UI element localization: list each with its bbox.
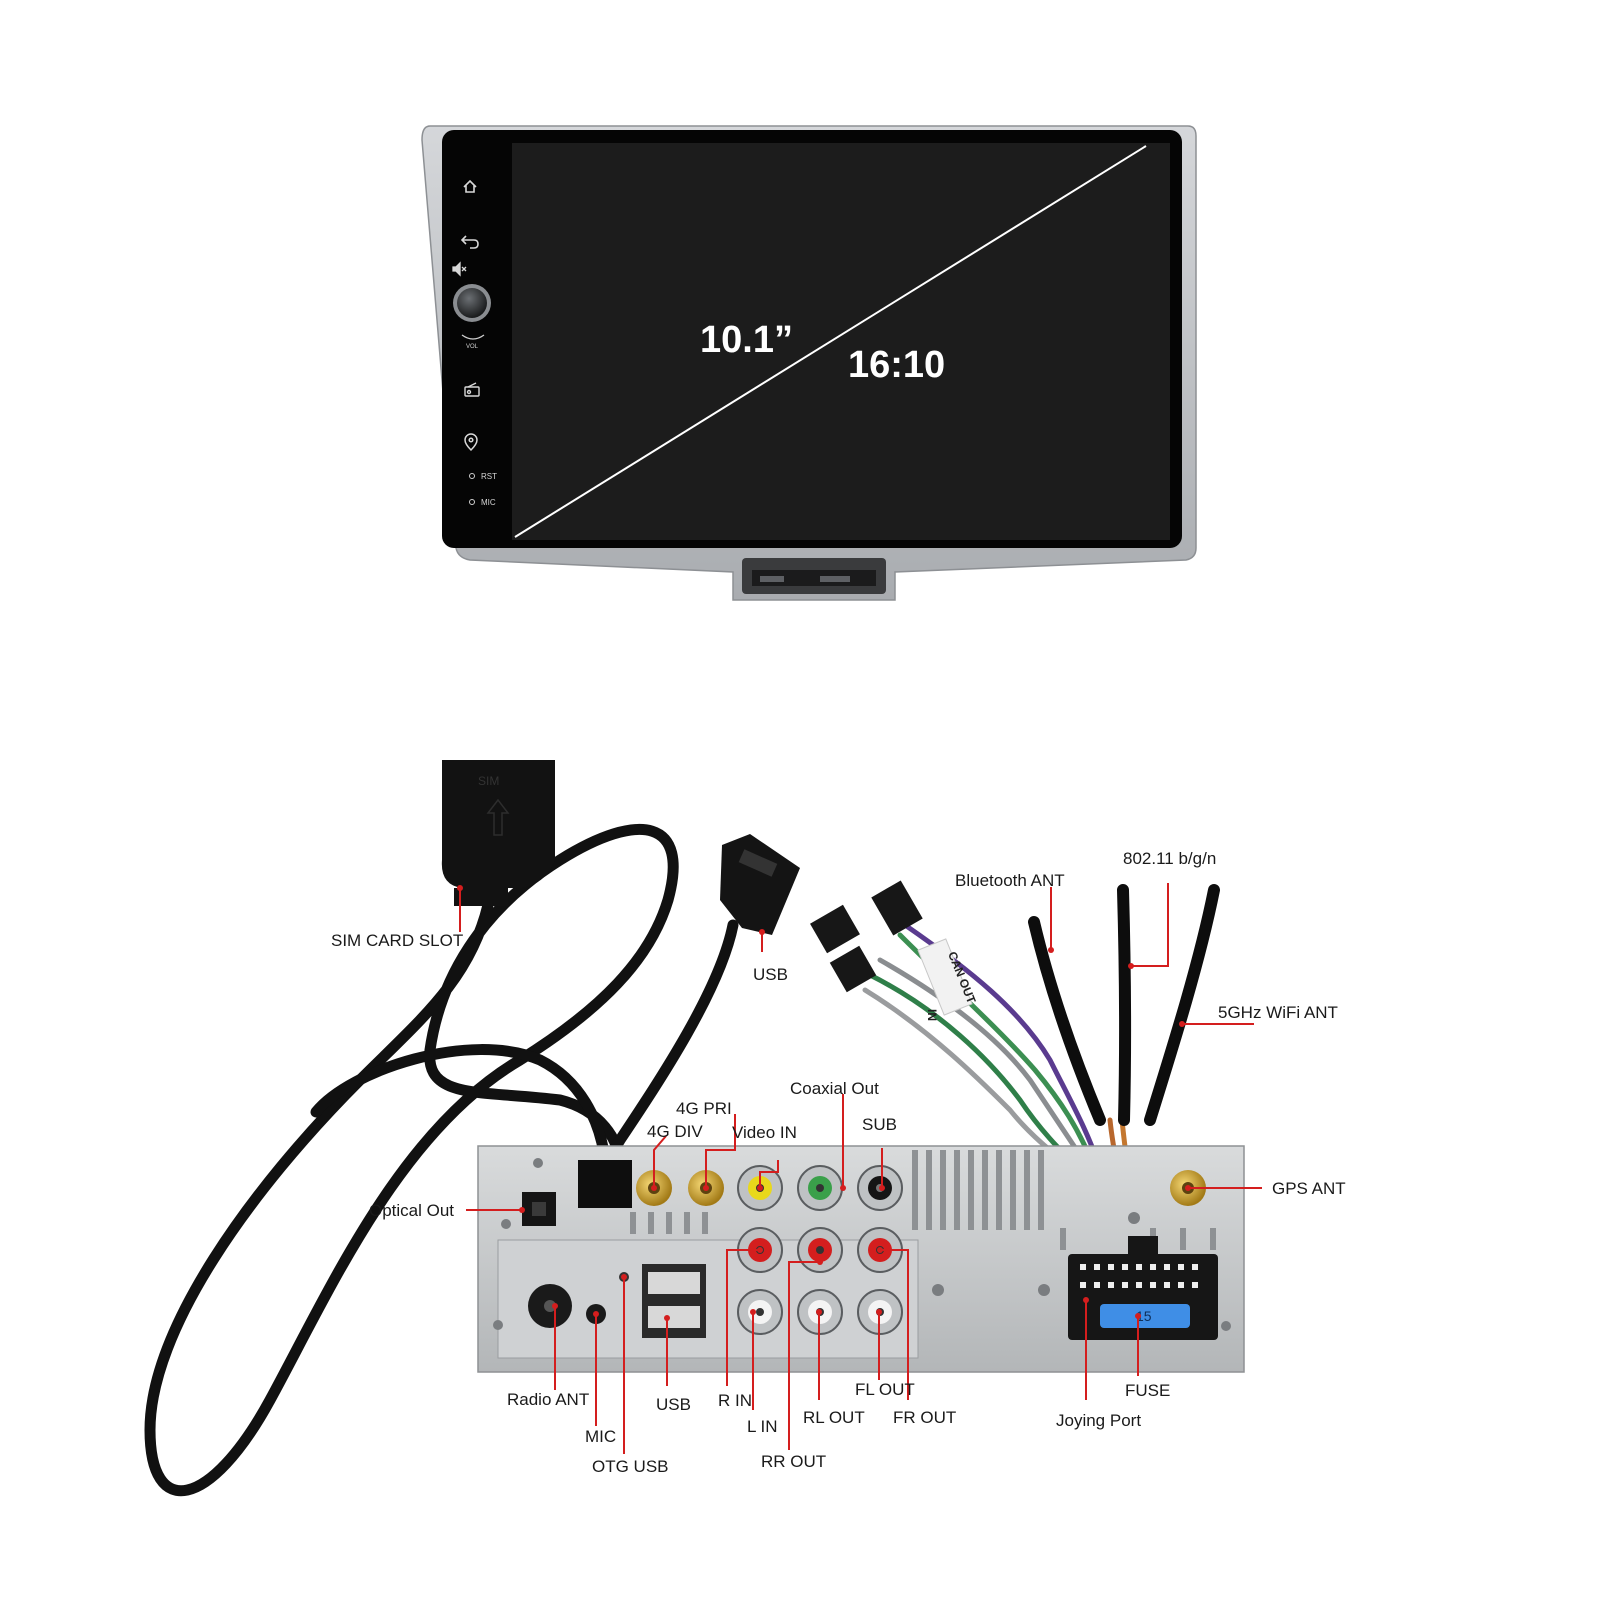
label-fr-out: FR OUT — [893, 1408, 956, 1427]
back-icon[interactable] — [460, 235, 479, 249]
label-wifi-80211: 802.11 b/g/n — [1123, 849, 1216, 868]
vol-label: VOL — [466, 344, 479, 350]
label-l-in: L IN — [747, 1417, 778, 1436]
sim-card-module: SIM — [441, 760, 555, 906]
label-joying-port: Joying Port — [1056, 1411, 1141, 1430]
callout-lines — [457, 883, 1262, 1454]
label-sub: SUB — [862, 1115, 897, 1134]
label-fuse: FUSE — [1125, 1381, 1170, 1400]
mic-hole — [469, 499, 475, 505]
label-wifi-5ghz: 5GHz WiFi ANT — [1218, 1003, 1338, 1022]
label-otg-usb: OTG USB — [592, 1457, 669, 1476]
wire-tag: IN — [925, 1009, 939, 1021]
fuse — [1100, 1304, 1190, 1328]
radio-icon[interactable] — [464, 382, 480, 397]
label-optical-out: Optical Out — [369, 1201, 454, 1220]
home-icon[interactable] — [463, 179, 477, 193]
screen — [512, 143, 1170, 540]
svg-text:SIM: SIM — [478, 774, 499, 788]
rst-label: RST — [481, 472, 497, 481]
label-bluetooth-ant: Bluetooth ANT — [955, 871, 1065, 890]
vol-arc — [461, 334, 485, 340]
usb-plug — [720, 834, 800, 935]
chassis: 15 — [477, 1145, 1245, 1373]
label-fl-out: FL OUT — [855, 1380, 915, 1399]
mic-side-label: MIC — [481, 498, 496, 507]
navigation-icon[interactable] — [464, 433, 478, 452]
label-r-in: R IN — [718, 1391, 752, 1410]
callout-labels: SIM CARD SLOT USB Bluetooth ANT 802.11 b… — [331, 849, 1346, 1476]
head-unit-display: 10.1” 16:10 VOL RST MIC — [421, 125, 1197, 601]
label-gps-ant: GPS ANT — [1272, 1179, 1346, 1198]
screen-size-label: 10.1” — [700, 319, 793, 361]
volume-knob-icon[interactable] — [453, 284, 491, 322]
label-4g-pri: 4G PRI — [676, 1099, 732, 1118]
label-rr-out: RR OUT — [761, 1452, 826, 1471]
label-4g-div: 4G DIV — [647, 1122, 703, 1141]
fuse-value: 15 — [1136, 1308, 1152, 1324]
label-sim-card-slot: SIM CARD SLOT — [331, 931, 463, 950]
aspect-ratio-label: 16:10 — [848, 344, 945, 386]
label-radio-ant: Radio ANT — [507, 1390, 589, 1409]
label-rl-out: RL OUT — [803, 1408, 865, 1427]
label-usb-bottom: USB — [656, 1395, 691, 1414]
harness-connectors: CAN OUT IN — [810, 880, 979, 1021]
label-video-in: Video IN — [732, 1123, 797, 1142]
label-usb-top: USB — [753, 965, 788, 984]
label-mic: MIC — [585, 1427, 616, 1446]
reset-hole[interactable] — [469, 473, 475, 479]
mute-icon[interactable] — [452, 261, 467, 277]
label-coaxial-out: Coaxial Out — [790, 1079, 879, 1098]
screen-diagonal — [514, 145, 1147, 538]
